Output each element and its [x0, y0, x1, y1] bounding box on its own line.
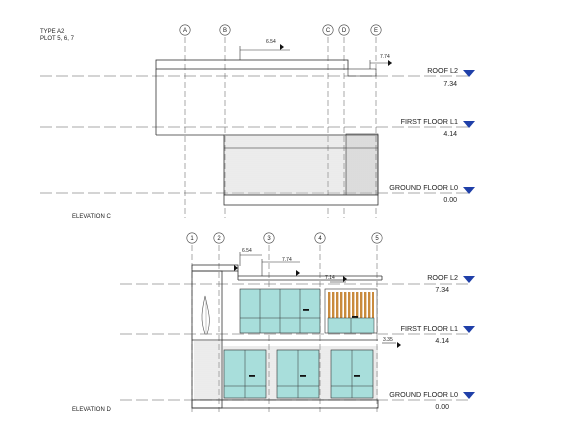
level-marker-roof-d — [463, 276, 475, 283]
grid-label-b: B — [223, 28, 227, 34]
timber-screen — [324, 288, 378, 334]
grid-label-1: 1 — [190, 236, 194, 242]
level-marker-first-c — [463, 121, 475, 128]
level-value-ground-d: 0.00 — [435, 404, 449, 411]
grid-label-4: 4 — [318, 236, 322, 242]
dim-label-d-3: 7.14 — [325, 275, 335, 281]
level-value-roof-c: 7.34 — [443, 81, 457, 88]
level-name-ground-c: GROUND FLOOR L0 — [389, 183, 458, 192]
level-value-first-c: 4.14 — [443, 131, 457, 138]
level-marker-first-d — [463, 326, 475, 333]
level-name-roof-d: ROOF L2 — [427, 273, 458, 282]
level-name-roof-c: ROOF L2 — [427, 66, 458, 75]
level-name-first-c: FIRST FLOOR L1 — [401, 117, 458, 126]
level-value-ground-c: 0.00 — [443, 197, 457, 204]
grid-label-d: D — [342, 28, 347, 34]
grid-label-e: E — [374, 28, 378, 34]
dim-label-d-2: 7.74 — [282, 257, 292, 263]
first-floor-glazing — [239, 288, 321, 334]
grid-label-5: 5 — [375, 236, 379, 242]
elevation-d: 1 2 3 4 5 — [72, 232, 475, 413]
ground-floor-glazing — [223, 349, 374, 399]
grid-label-2: 2 — [217, 236, 221, 242]
plant-icon — [201, 295, 210, 335]
level-value-first-d: 4.14 — [435, 338, 449, 345]
dim-label-c-1: 6.54 — [266, 39, 276, 45]
level-marker-ground-d — [463, 392, 475, 399]
level-name-ground-d: GROUND FLOOR L0 — [389, 390, 458, 399]
drawing-type-label: TYPE A2 — [40, 29, 65, 35]
level-name-first-d: FIRST FLOOR L1 — [401, 324, 458, 333]
grid-label-c: C — [326, 28, 331, 34]
grid-label-a: A — [183, 28, 187, 34]
elevation-c: A B C D E 6.5 — [40, 24, 475, 220]
drawing-plot-label: PLOT 5, 6, 7 — [40, 36, 75, 42]
dim-label-d-4: 3.35 — [383, 337, 393, 343]
level-value-roof-d: 7.34 — [435, 287, 449, 294]
level-marker-ground-c — [463, 187, 475, 194]
dim-label-d-1: 6.54 — [242, 248, 252, 254]
dim-label-c-2: 7.74 — [380, 54, 390, 60]
elevation-d-title: ELEVATION D — [72, 407, 111, 413]
elevation-c-title: ELEVATION C — [72, 214, 111, 220]
level-marker-roof-c — [463, 70, 475, 77]
grid-label-3: 3 — [267, 236, 271, 242]
